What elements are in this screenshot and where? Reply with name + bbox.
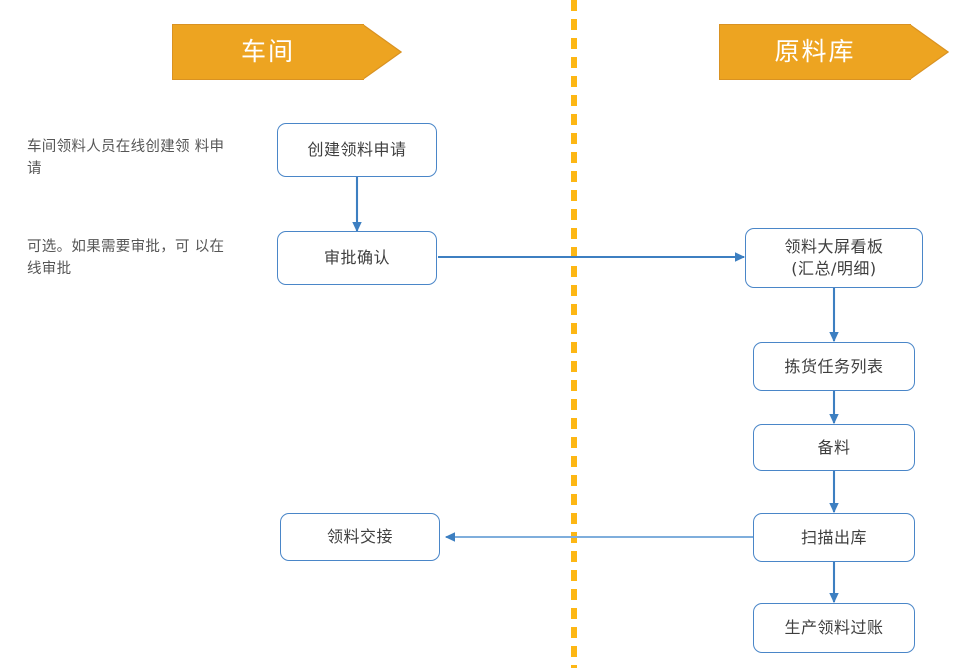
lane-divider-dashed bbox=[571, 0, 577, 668]
node-create-request[interactable]: 创建领料申请 bbox=[277, 123, 437, 177]
node-posting-label: 生产领料过账 bbox=[784, 618, 884, 638]
lane-banner-workshop-arrow-icon bbox=[363, 24, 402, 80]
lane-banner-warehouse-label: 原料库 bbox=[774, 37, 856, 66]
node-pick-task-list[interactable]: 拣货任务列表 bbox=[753, 342, 915, 391]
node-dashboard-label-line2: (汇总/明细) bbox=[791, 259, 877, 278]
note-approve-confirm-line1: 可选。如果需要审批，可 bbox=[27, 239, 190, 255]
note-create-request-line1: 车间领料人员在线创建领 bbox=[27, 139, 190, 155]
note-approve-confirm-line2: 以在线审批 bbox=[27, 239, 225, 278]
node-prepare[interactable]: 备料 bbox=[753, 424, 915, 471]
node-scan-outbound-label: 扫描出库 bbox=[800, 527, 867, 547]
note-approve-confirm: 可选。如果需要审批，可 以在线审批 bbox=[27, 236, 239, 281]
lane-banner-workshop-label: 车间 bbox=[240, 37, 295, 66]
node-handover-label: 领料交接 bbox=[326, 527, 393, 547]
node-dashboard-label-line1: 领料大屏看板 bbox=[784, 237, 884, 257]
note-create-request: 车间领料人员在线创建领 料申请 bbox=[27, 136, 232, 181]
node-create-request-label: 创建领料申请 bbox=[307, 140, 407, 160]
node-dashboard[interactable]: 领料大屏看板 (汇总/明细) bbox=[745, 228, 923, 288]
node-posting[interactable]: 生产领料过账 bbox=[753, 603, 915, 653]
node-approve-confirm[interactable]: 审批确认 bbox=[277, 231, 437, 285]
node-handover[interactable]: 领料交接 bbox=[280, 513, 440, 561]
lane-banner-warehouse-arrow-icon bbox=[910, 24, 949, 80]
node-prepare-label: 备料 bbox=[817, 437, 851, 457]
note-create-request-line2: 料申请 bbox=[27, 139, 225, 178]
lane-banner-warehouse: 原料库 bbox=[719, 24, 949, 80]
node-scan-outbound[interactable]: 扫描出库 bbox=[753, 513, 915, 562]
node-pick-task-list-label: 拣货任务列表 bbox=[784, 356, 884, 376]
lane-banner-workshop: 车间 bbox=[172, 24, 402, 80]
node-approve-confirm-label: 审批确认 bbox=[323, 248, 390, 268]
lane-banner-workshop-body bbox=[172, 24, 364, 80]
lane-banner-warehouse-body bbox=[719, 24, 911, 80]
